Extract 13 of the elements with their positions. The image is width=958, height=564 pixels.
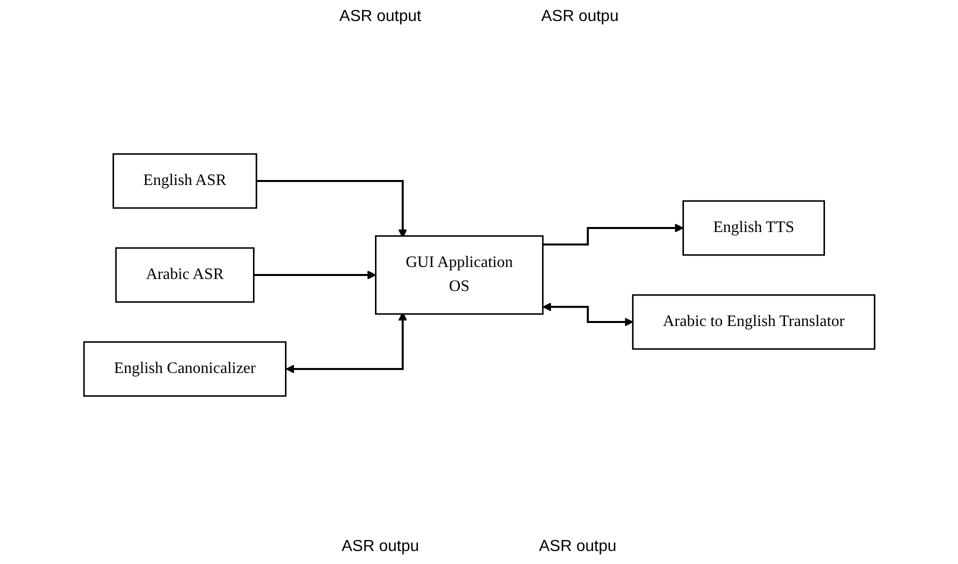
process-box: English TTS (682, 200, 825, 256)
note-text: ASR outpu (539, 538, 616, 556)
note-text: ASR output (339, 8, 422, 26)
note-text: ASR outpu (342, 538, 419, 556)
note-text: ASR outpu (541, 8, 619, 26)
process-box: GUI Application OS (374, 235, 544, 315)
process-box: Arabic ASR (114, 247, 254, 303)
arrow (253, 270, 376, 280)
process-box: Arabic to English Translator (632, 294, 876, 350)
process-box: English Canonicalizer (82, 341, 286, 397)
process-box: English ASR (112, 153, 257, 209)
arrow (542, 224, 684, 246)
arrow (542, 302, 633, 326)
